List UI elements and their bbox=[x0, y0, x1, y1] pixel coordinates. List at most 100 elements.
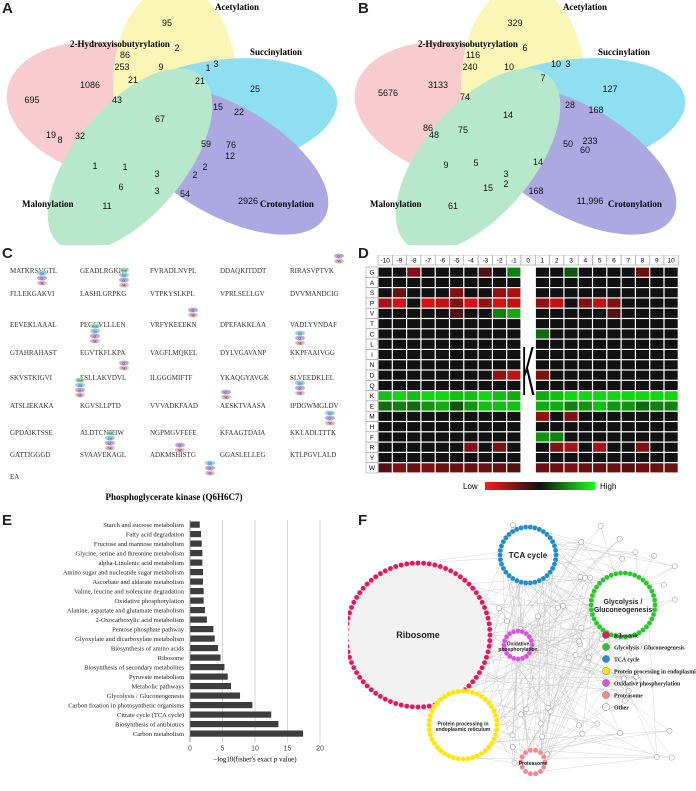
heat-cell bbox=[493, 288, 507, 298]
bar bbox=[190, 616, 207, 623]
venn-b-region-count: 240 bbox=[462, 62, 477, 72]
mod-tag-label: hib bbox=[122, 367, 127, 371]
network-node bbox=[455, 688, 461, 695]
heat-cell bbox=[421, 288, 435, 298]
sequence-segment: KKLADLTTTK bbox=[290, 429, 336, 437]
heat-cell bbox=[564, 329, 578, 339]
heat-cell bbox=[378, 391, 392, 401]
mod-tag-hib bbox=[105, 445, 115, 451]
heat-cell bbox=[493, 298, 507, 308]
venn-b-region-count: 3133 bbox=[428, 80, 448, 90]
network-node bbox=[465, 688, 471, 695]
heat-cell bbox=[621, 453, 635, 463]
heat-cell bbox=[564, 401, 578, 411]
heat-cell bbox=[421, 432, 435, 442]
network-node bbox=[492, 712, 499, 719]
bar-category-label: alpha-Linolenic acid metabolism bbox=[98, 560, 184, 567]
heat-cell bbox=[450, 463, 464, 473]
heat-cell bbox=[464, 329, 478, 339]
heat-cell bbox=[407, 401, 421, 411]
heat-cell bbox=[464, 422, 478, 432]
network-cluster-label: Gluconeogenesis bbox=[594, 607, 652, 614]
heat-cell bbox=[450, 453, 464, 463]
heat-cell bbox=[636, 329, 650, 339]
venn-b-region-count: 3 bbox=[565, 59, 570, 69]
heat-cell bbox=[378, 453, 392, 463]
mod-tag-cr bbox=[90, 333, 100, 339]
network-node bbox=[593, 584, 600, 590]
venn-a-ellipse-mal bbox=[47, 68, 213, 245]
sequence-segment: VAGFLMQKEL bbox=[150, 349, 197, 357]
network-node bbox=[420, 704, 427, 710]
network-cluster-fill bbox=[504, 631, 532, 659]
venn-b-region-count: 86 bbox=[423, 123, 433, 133]
heat-cell bbox=[535, 422, 549, 432]
heat-cell bbox=[378, 267, 392, 277]
heat-cell bbox=[421, 370, 435, 380]
heat-cell bbox=[450, 360, 464, 370]
sequence-segment: DVVMANDCIG bbox=[290, 290, 339, 298]
bar-category-label: Biosynthesis of secondary metabolites bbox=[84, 665, 184, 672]
heat-cell bbox=[378, 360, 392, 370]
venn-b-region-count: 5676 bbox=[378, 88, 398, 98]
heat-cell bbox=[607, 463, 621, 473]
heat-cell bbox=[593, 298, 607, 308]
heat-center-cell bbox=[521, 462, 536, 473]
legend-swatch bbox=[602, 691, 610, 699]
network-node bbox=[437, 747, 444, 754]
heat-cell bbox=[464, 391, 478, 401]
heat-cell bbox=[564, 442, 578, 452]
heat-cell bbox=[578, 391, 592, 401]
network-node bbox=[519, 764, 525, 770]
network-node bbox=[493, 727, 500, 733]
network-edge bbox=[522, 607, 559, 756]
network-edge bbox=[537, 616, 542, 754]
heat-cell bbox=[392, 391, 406, 401]
heat-cell bbox=[664, 370, 678, 380]
heat-cell bbox=[650, 453, 664, 463]
bar bbox=[190, 654, 221, 661]
bar bbox=[190, 721, 279, 728]
heat-cell bbox=[450, 442, 464, 452]
network-node bbox=[474, 691, 480, 697]
heat-cell bbox=[407, 288, 421, 298]
heat-row-label: M bbox=[369, 414, 374, 421]
heat-cell bbox=[464, 308, 478, 318]
network-edge bbox=[542, 578, 551, 712]
heat-cell bbox=[392, 350, 406, 360]
network-node-other bbox=[585, 654, 592, 661]
venn-a-region-count: 3 bbox=[213, 59, 218, 69]
heat-col-label: 10 bbox=[668, 258, 676, 265]
heat-cell bbox=[564, 411, 578, 421]
heat-cell bbox=[607, 391, 621, 401]
network-node bbox=[460, 688, 466, 694]
heat-cell bbox=[607, 308, 621, 318]
network-node-other bbox=[560, 602, 566, 609]
heat-cell bbox=[593, 288, 607, 298]
heat-cell bbox=[650, 308, 664, 318]
heat-cell bbox=[664, 298, 678, 308]
venn-b-region-count: 3 bbox=[503, 169, 508, 179]
network-node bbox=[357, 589, 363, 596]
heat-cell bbox=[593, 401, 607, 411]
bar bbox=[190, 588, 204, 595]
bar-category-label: Pentose phosphate pathway bbox=[112, 627, 185, 634]
venn-a-set-label-su: Succinylation bbox=[250, 47, 302, 57]
heat-cell bbox=[564, 267, 578, 277]
heat-cell bbox=[493, 319, 507, 329]
network-node-other bbox=[582, 574, 588, 581]
mod-tag-label: su bbox=[298, 332, 302, 336]
venn-a-region-count: 76 bbox=[226, 140, 236, 150]
center-residue: K bbox=[522, 331, 535, 410]
heat-cell bbox=[650, 339, 664, 349]
heat-cell bbox=[392, 463, 406, 473]
panel-label-a: A bbox=[2, 0, 13, 17]
sequence-segment: SKVSTKIGVI bbox=[10, 374, 53, 382]
heat-cell bbox=[593, 319, 607, 329]
sequence-segment: GGASLELLEG bbox=[220, 451, 266, 459]
mod-tag-mal bbox=[105, 430, 115, 436]
heat-cell bbox=[421, 350, 435, 360]
mod-tag-label: su bbox=[40, 272, 44, 276]
network-cluster-label: Protein processing in bbox=[437, 721, 488, 727]
